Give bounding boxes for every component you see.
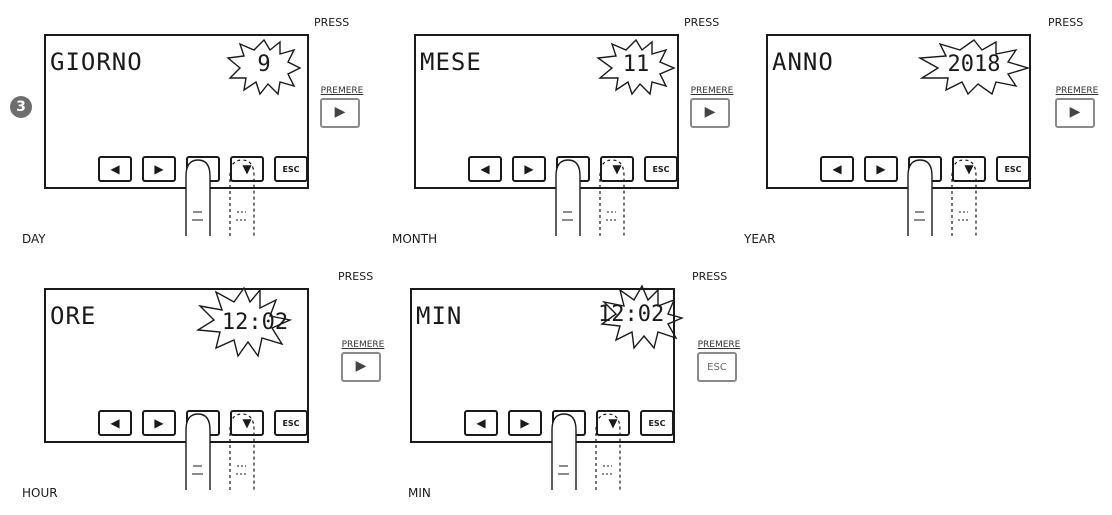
finger-solid-icon — [185, 413, 211, 490]
finger-dashed-icon — [951, 159, 977, 236]
esc-button[interactable]: ESC — [640, 410, 674, 436]
field-value: 11 — [622, 52, 650, 77]
right-arrow-button[interactable]: ▶ — [142, 156, 176, 182]
value-burst: 12:02 — [194, 286, 294, 358]
keypad: ◀ ▶ ▲ ▼ ESC — [820, 156, 1030, 186]
press-label: PRESS — [684, 16, 720, 29]
starburst-icon — [195, 286, 293, 358]
value-burst: 2018 — [918, 38, 1030, 96]
finger-solid-icon — [185, 159, 211, 236]
right-arrow-button[interactable]: ▶ — [142, 410, 176, 436]
starburst-icon — [918, 39, 1030, 96]
premere-button[interactable]: PREMERE ▶ — [340, 340, 386, 390]
left-arrow-button[interactable]: ◀ — [98, 156, 132, 182]
press-label: PRESS — [692, 270, 728, 283]
premere-label: PREMERE — [697, 340, 741, 350]
left-arrow-button[interactable]: ◀ — [98, 410, 132, 436]
panel-caption: YEAR — [744, 232, 776, 246]
panel-caption: HOUR — [22, 486, 58, 500]
press-label: PRESS — [314, 16, 350, 29]
starburst-icon — [226, 38, 302, 96]
finger-solid-icon — [555, 159, 581, 236]
right-arrow-button[interactable]: ▶ — [512, 156, 546, 182]
field-label: MIN — [416, 302, 463, 330]
premere-label: PREMERE — [1055, 86, 1099, 96]
down-arrow-button[interactable]: ▼ — [600, 156, 634, 182]
starburst-icon — [600, 284, 684, 350]
panel-month: MESE 11 ◀ ▶ ▲ ▼ ESC MONTH PRESS PREMERE … — [384, 16, 734, 261]
premere-button[interactable]: PREMERE ▶ — [1054, 86, 1100, 136]
confirm-right-button[interactable]: ▶ — [320, 98, 360, 128]
lcd-screen: GIORNO 9 ◀ ▶ ▲ ▼ ESC — [44, 34, 309, 189]
panel-caption: MONTH — [392, 232, 438, 246]
right-arrow-button[interactable]: ▶ — [864, 156, 898, 182]
panel-hour: ORE 12:02 ◀ ▶ ▲ ▼ ESC HOUR PRESS PREMERE… — [14, 270, 384, 515]
value-burst: 9 — [226, 38, 302, 96]
press-label: PRESS — [1048, 16, 1084, 29]
panel-caption: DAY — [22, 232, 46, 246]
left-arrow-button[interactable]: ◀ — [464, 410, 498, 436]
finger-solid-icon — [551, 413, 577, 490]
field-value: 12:02 — [221, 310, 289, 335]
esc-button[interactable]: ESC — [274, 156, 308, 182]
panel-caption: MIN — [408, 486, 431, 500]
esc-button[interactable]: ESC — [644, 156, 678, 182]
field-value: 2018 — [947, 52, 1001, 77]
panel-min: MIN 12:02 ◀ ▶ ▲ ▼ ESC MIN PRESS PREMERE … — [380, 270, 740, 515]
field-value: 9 — [257, 52, 271, 77]
panel-year: ANNO 2018 ◀ ▶ ▲ ▼ ESC YEAR PRESS PREMERE… — [736, 16, 1098, 261]
left-arrow-button[interactable]: ◀ — [468, 156, 502, 182]
esc-button[interactable]: ESC — [274, 410, 308, 436]
finger-solid-icon — [907, 159, 933, 236]
premere-button[interactable]: PREMERE ▶ — [319, 86, 365, 136]
panel-day: GIORNO 9 ◀ ▶ ▲ ▼ ESC DAY PRESS PREMERE ▶ — [14, 16, 364, 261]
finger-dashed-icon — [595, 413, 621, 490]
lcd-screen: MESE 11 ◀ ▶ ▲ ▼ ESC — [414, 34, 679, 189]
finger-dashed-icon — [229, 413, 255, 490]
lcd-screen: ORE 12:02 ◀ ▶ ▲ ▼ ESC — [44, 286, 309, 443]
confirm-right-button[interactable]: ▶ — [690, 98, 730, 128]
esc-button[interactable]: ESC — [996, 156, 1030, 182]
value-burst: 11 — [596, 38, 676, 96]
premere-button[interactable]: PREMERE ESC — [696, 340, 742, 390]
confirm-right-button[interactable]: ▶ — [1055, 98, 1095, 128]
press-label: PRESS — [338, 270, 374, 283]
field-label: GIORNO — [50, 48, 143, 76]
starburst-icon — [596, 38, 676, 96]
field-label: ANNO — [772, 48, 834, 76]
field-label: ORE — [50, 302, 97, 330]
left-arrow-button[interactable]: ◀ — [820, 156, 854, 182]
right-arrow-button[interactable]: ▶ — [508, 410, 542, 436]
finger-dashed-icon — [599, 159, 625, 236]
premere-label: PREMERE — [690, 86, 734, 96]
premere-label: PREMERE — [320, 86, 364, 96]
premere-label: PREMERE — [341, 340, 385, 350]
step-number-badge: 3 — [10, 96, 32, 118]
confirm-esc-button[interactable]: ESC — [697, 352, 737, 382]
premere-button[interactable]: PREMERE ▶ — [689, 86, 735, 136]
lcd-screen: ANNO 2018 ◀ ▶ ▲ ▼ ESC — [766, 34, 1031, 189]
finger-dashed-icon — [229, 159, 255, 236]
field-label: MESE — [420, 48, 482, 76]
down-arrow-button[interactable]: ▼ — [952, 156, 986, 182]
lcd-screen: MIN 12:02 ◀ ▶ ▲ ▼ ESC — [410, 284, 684, 443]
confirm-right-button[interactable]: ▶ — [341, 352, 381, 382]
